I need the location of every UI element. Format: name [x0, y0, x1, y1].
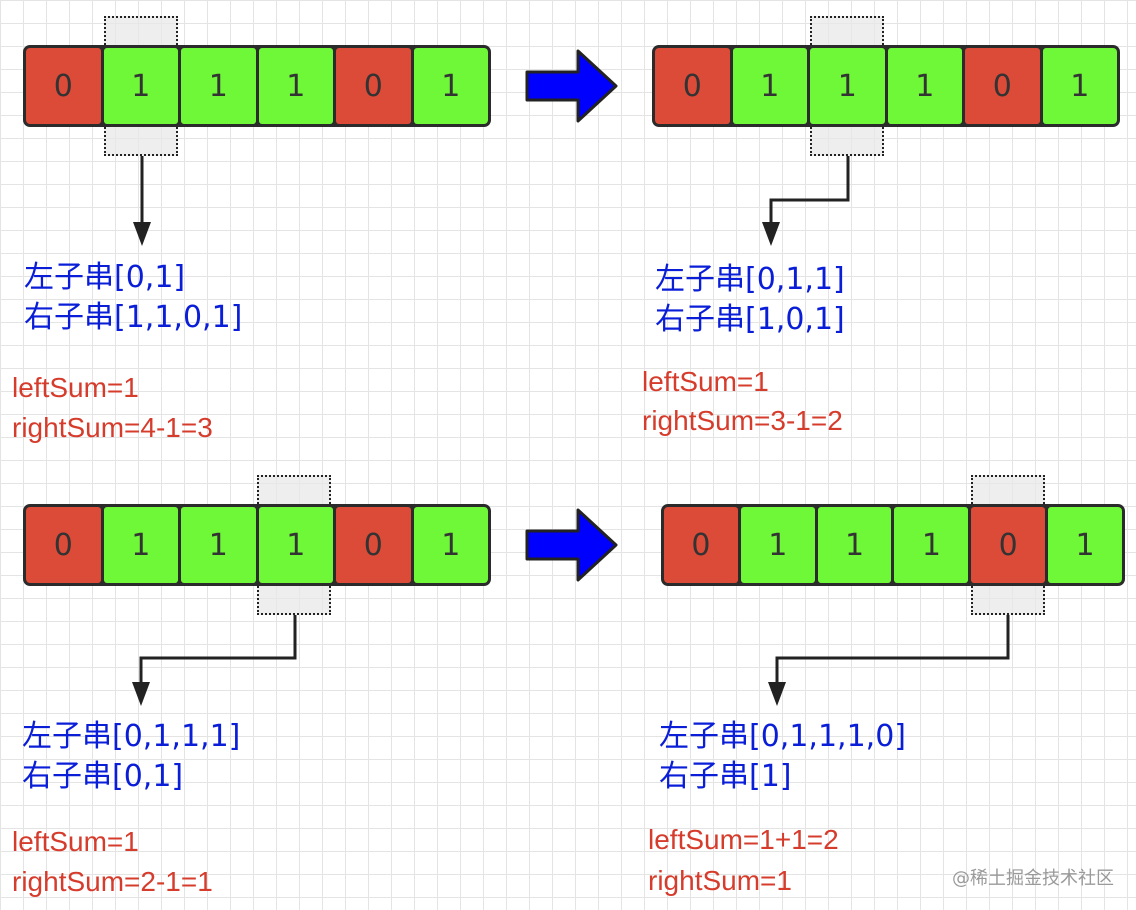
right-substring: 右子串[1,0,1] — [655, 302, 845, 337]
array-cell: 0 — [965, 48, 1040, 124]
right-sum: rightSum=4-1=3 — [12, 412, 213, 443]
array-cell: 1 — [181, 507, 256, 583]
array-cell: 0 — [971, 507, 1046, 583]
array-cell: 1 — [413, 48, 488, 124]
array-cell: 1 — [732, 48, 807, 124]
array-cell: 0 — [664, 507, 738, 583]
array-cell: 0 — [336, 507, 411, 583]
array-cell: 1 — [887, 48, 962, 124]
left-sum: leftSum=1+1=2 — [648, 824, 839, 855]
left-sum: leftSum=1 — [12, 372, 139, 403]
left-sum: leftSum=1 — [12, 826, 139, 857]
array-cell: 0 — [26, 48, 101, 124]
array-cell: 1 — [103, 507, 178, 583]
right-substring: 右子串[0,1] — [22, 759, 184, 794]
array-cell: 1 — [810, 48, 885, 124]
array-cell: 1 — [740, 507, 815, 583]
array-cell: 1 — [894, 507, 969, 583]
array-cell: 1 — [258, 48, 333, 124]
array-cell: 0 — [336, 48, 411, 124]
array-cell: 1 — [1048, 507, 1122, 583]
left-substring: 左子串[0,1] — [24, 260, 186, 295]
array-cell: 0 — [655, 48, 730, 124]
array-cell: 1 — [413, 507, 488, 583]
array-cell: 1 — [103, 48, 178, 124]
array-cell: 1 — [181, 48, 256, 124]
left-substring: 左子串[0,1,1] — [655, 262, 845, 297]
left-substring: 左子串[0,1,1,1,0] — [659, 719, 906, 754]
array-strip: 0 1 1 1 0 1 — [652, 45, 1120, 127]
right-sum: rightSum=3-1=2 — [642, 405, 843, 436]
array-cell: 1 — [258, 507, 333, 583]
transition-arrow-icon — [525, 508, 618, 582]
array-strip: 0 1 1 1 0 1 — [661, 504, 1125, 586]
right-substring: 右子串[1,1,0,1] — [24, 300, 243, 335]
array-cell: 1 — [817, 507, 892, 583]
watermark: @稀土掘金技术社区 — [952, 868, 1114, 889]
left-substring: 左子串[0,1,1,1] — [22, 719, 241, 754]
array-strip: 0 1 1 1 0 1 — [23, 45, 491, 127]
left-sum: leftSum=1 — [642, 366, 769, 397]
right-sum: rightSum=1 — [648, 865, 792, 896]
transition-arrow-icon — [525, 49, 618, 123]
array-cell: 0 — [26, 507, 101, 583]
right-substring: 右子串[1] — [659, 759, 792, 794]
array-strip: 0 1 1 1 0 1 — [23, 504, 491, 586]
right-sum: rightSum=2-1=1 — [12, 866, 213, 897]
array-cell: 1 — [1042, 48, 1117, 124]
